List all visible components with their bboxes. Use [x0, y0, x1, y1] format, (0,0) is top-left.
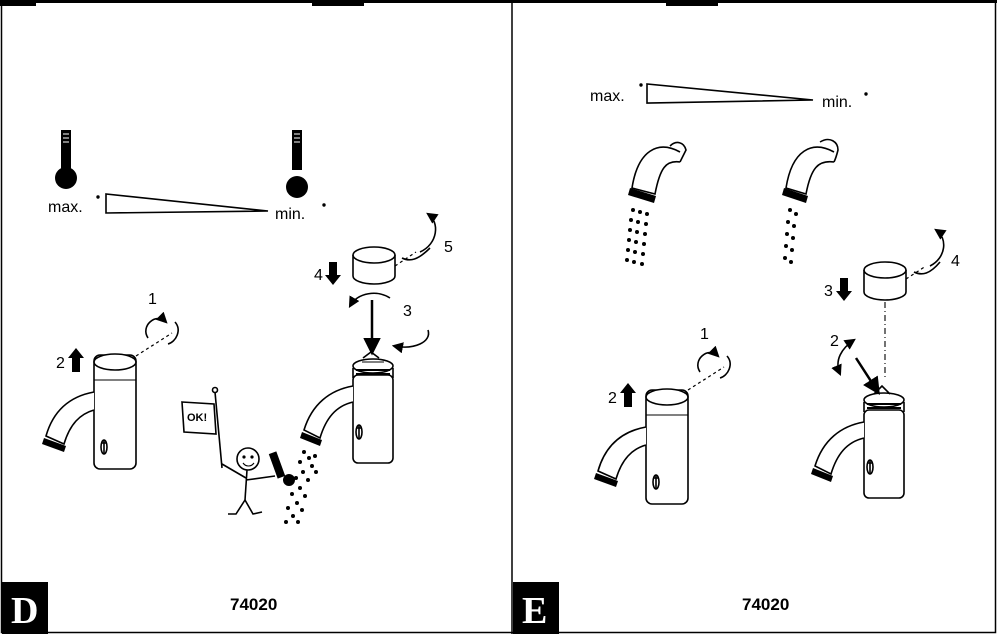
faucet-closed: 1 2 [42, 291, 179, 470]
step-1-label: 1 [148, 291, 157, 308]
spout-high-flow-icon [625, 141, 687, 266]
cap-piece-e: 4 3 [824, 228, 960, 378]
panel-e-label-box: E 74020 [513, 582, 789, 634]
panel-d-letter: D [11, 590, 38, 632]
panel-e-letter: E [522, 590, 547, 632]
flag-text: OK! [187, 412, 207, 424]
flow-max-label: max. [590, 88, 625, 105]
step-e2b-label: 2 [830, 333, 839, 350]
scale-min-label: min. [275, 206, 305, 223]
panel-d: max. min. 1 2 [2, 130, 453, 634]
temperature-scale: max. min. [48, 193, 326, 223]
faucet-e-open-cartridge: 2 [811, 333, 905, 499]
faucet-open-hot-water: 3 [284, 292, 430, 524]
step-e4-label: 4 [951, 253, 960, 270]
cap-piece: 5 4 [314, 212, 453, 285]
spout-low-flow-icon [782, 138, 839, 264]
flow-scale: max. min. [590, 83, 868, 111]
step-e1-label: 1 [700, 326, 709, 343]
thermometer-hot-icon [55, 130, 77, 189]
thermometer-cold-icon [286, 130, 308, 198]
stick-figure-ok: OK! [181, 386, 295, 515]
step-4-label: 4 [314, 267, 323, 284]
step-e2-label: 2 [608, 390, 617, 407]
panel-d-product-code: 74020 [230, 595, 277, 614]
panel-d-label-box: D 74020 [2, 582, 277, 634]
step-3-label: 3 [403, 303, 412, 320]
scale-max-label: max. [48, 199, 83, 216]
step-e3-label: 3 [824, 283, 833, 300]
step-5-label: 5 [444, 239, 453, 256]
step-2-label: 2 [56, 355, 65, 372]
faucet-e-closed: 1 2 [594, 326, 731, 505]
flow-min-label: min. [822, 94, 852, 111]
panel-e: max. min. [513, 83, 960, 634]
panel-e-product-code: 74020 [742, 595, 789, 614]
